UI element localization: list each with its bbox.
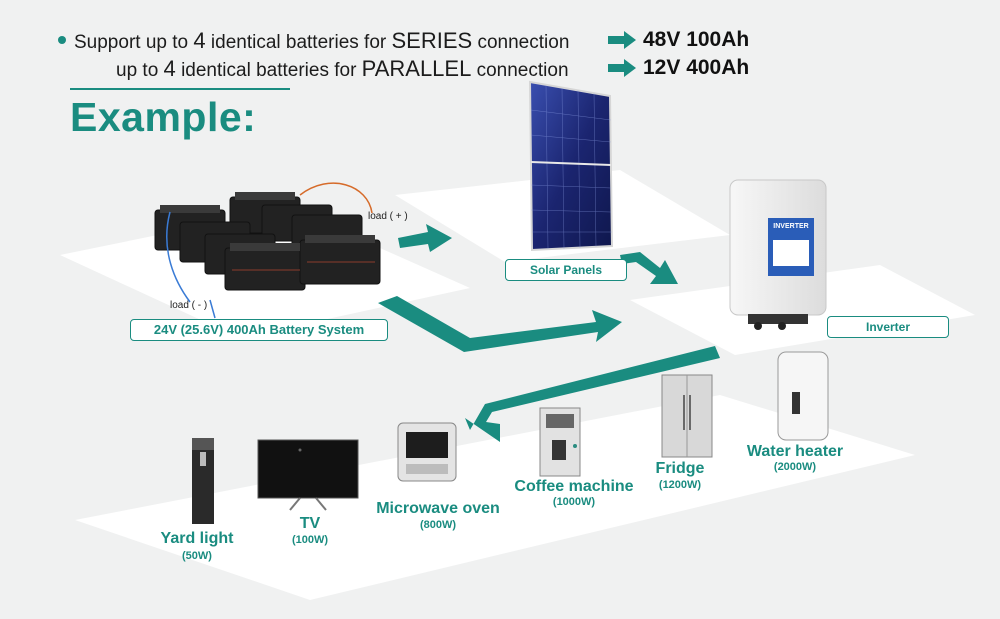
yard-light-watt: (50W)	[182, 550, 212, 562]
tv-icon	[257, 439, 359, 511]
inverter-label: Inverter	[827, 316, 949, 338]
battery-system-label: 24V (25.6V) 400Ah Battery System	[130, 319, 388, 341]
water-heater-name: Water heater	[746, 443, 844, 460]
inverter-badge: INVERTER	[773, 223, 809, 230]
parallel-middle: identical batteries for	[175, 60, 362, 81]
solar-to-inverter-arrow-icon	[620, 252, 678, 284]
load-positive-label: load ( + )	[368, 211, 408, 222]
parallel-spec-line: up to 4 identical batteries for PARALLEL…	[116, 56, 569, 82]
water-heater-watt: (2000W)	[773, 461, 817, 473]
series-arrow-icon	[608, 31, 636, 49]
spec-arrows	[608, 31, 636, 77]
fridge-name: Fridge	[655, 460, 705, 477]
tv-watt: (100W)	[291, 534, 329, 546]
coffee-machine-watt: (1000W)	[552, 496, 596, 508]
parallel-count: 4	[163, 56, 176, 81]
bullet-dot	[58, 36, 66, 44]
load-negative-label: load ( - )	[170, 300, 208, 311]
fridge-watt: (1200W)	[658, 479, 702, 491]
solar-panels-label: Solar Panels	[505, 259, 627, 281]
series-result: 48V 100Ah	[643, 28, 750, 51]
battery-to-inverter-arrow-icon	[378, 296, 622, 352]
parallel-mode: PARALLEL	[361, 56, 472, 81]
water-heater-icon	[777, 351, 829, 441]
fridge-icon	[661, 374, 713, 458]
example-heading: Example:	[70, 94, 257, 140]
battery-to-solar-arrow-icon	[398, 224, 452, 252]
solar-panel-icon	[528, 80, 614, 252]
series-mode: SERIES	[391, 28, 473, 53]
heading-underline	[70, 88, 290, 90]
series-prefix: Support up to	[74, 32, 194, 53]
inverter-to-appliances-arrow-icon	[465, 346, 720, 442]
tv-name: TV	[299, 515, 321, 532]
microwave-oven-watt: (800W)	[419, 519, 457, 531]
series-count: 4	[193, 28, 206, 53]
series-middle: identical batteries for	[205, 32, 392, 53]
parallel-arrow-icon	[608, 59, 636, 77]
coffee-machine-name: Coffee machine	[514, 478, 634, 495]
yard-light-name: Yard light	[160, 530, 234, 547]
microwave-oven-icon	[397, 422, 457, 482]
series-spec-line: Support up to 4 identical batteries for …	[74, 28, 569, 54]
battery-bank-icon	[154, 182, 381, 319]
coffee-machine-icon	[539, 407, 581, 477]
microwave-oven-name: Microwave oven	[376, 500, 500, 517]
inverter-icon	[729, 179, 827, 330]
parallel-result: 12V 400Ah	[643, 56, 750, 79]
series-suffix: connection	[472, 32, 570, 53]
parallel-suffix: connection	[471, 60, 569, 81]
parallel-prefix: up to	[116, 60, 164, 81]
yard-light-icon	[192, 438, 214, 524]
